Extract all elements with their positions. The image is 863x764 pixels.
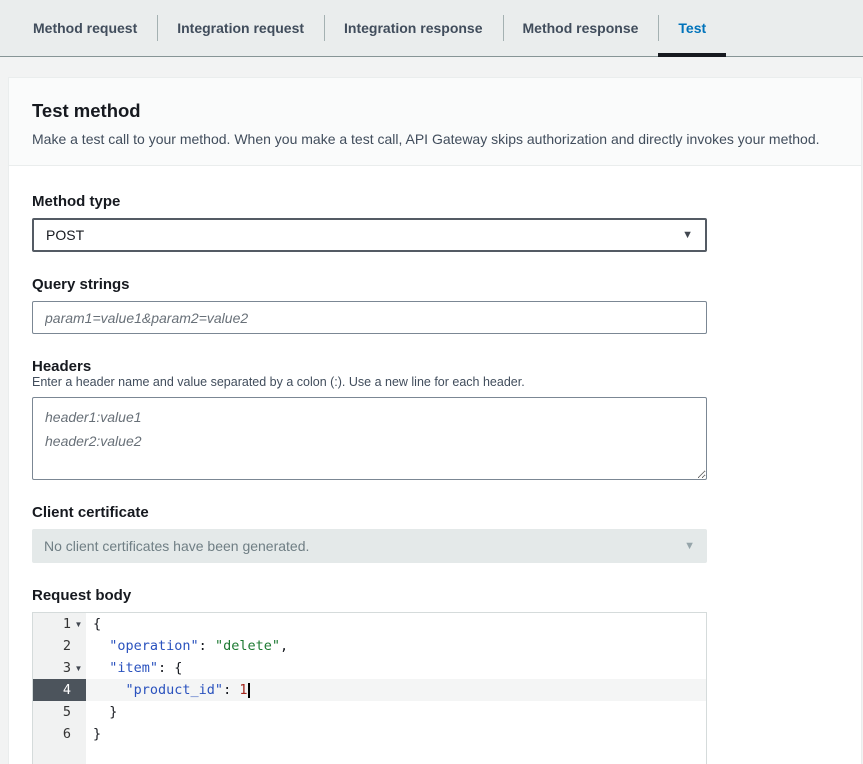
editor-code-line[interactable]: }	[86, 701, 706, 723]
code-token-plain	[93, 638, 109, 654]
query-strings-input[interactable]	[32, 301, 707, 334]
editor-code-line[interactable]: "item": {	[86, 657, 706, 679]
editor-code[interactable]: { "operation": "delete", "item": { "prod…	[86, 613, 706, 764]
panel-body: Method type POST ▼ Query strings Headers…	[9, 166, 861, 764]
editor-line-number[interactable]: 3▼	[33, 657, 86, 679]
editor-code-line[interactable]: {	[86, 613, 706, 635]
method-type-field: Method type POST ▼	[32, 193, 838, 252]
editor-line-number[interactable]: 2	[33, 635, 86, 657]
code-token-plain: }	[93, 704, 118, 720]
client-certificate-label: Client certificate	[32, 504, 149, 521]
code-token-key: "operation"	[109, 638, 199, 654]
code-token-plain: : {	[158, 660, 183, 676]
text-cursor	[248, 683, 251, 698]
editor-line-number[interactable]: 4	[33, 679, 86, 701]
code-token-plain: {	[93, 616, 102, 632]
tab-method-request[interactable]: Method request	[13, 0, 157, 56]
code-token-plain: :	[223, 682, 240, 698]
dropdown-arrow-icon: ▼	[684, 539, 695, 552]
tab-bar: Method request Integration request Integ…	[0, 0, 863, 57]
method-type-select[interactable]: POST ▼	[32, 218, 707, 252]
editor-code-line[interactable]: }	[86, 723, 706, 745]
client-certificate-select[interactable]: No client certificates have been generat…	[32, 529, 707, 563]
headers-description: Enter a header name and value separated …	[32, 375, 525, 389]
code-token-string: "delete"	[214, 638, 280, 654]
code-token-key: "product_id"	[125, 682, 224, 698]
code-token-key: "item"	[109, 660, 159, 676]
code-token-plain	[93, 682, 126, 698]
code-token-number: 1	[239, 682, 248, 698]
editor-line-number[interactable]: 6	[33, 723, 86, 745]
tab-test[interactable]: Test	[658, 0, 726, 57]
line-number: 2	[62, 638, 71, 654]
code-token-plain	[93, 660, 109, 676]
line-number: 3	[62, 660, 71, 676]
code-token-plain: }	[93, 726, 102, 742]
query-strings-label: Query strings	[32, 276, 130, 293]
headers-textarea[interactable]	[32, 397, 707, 480]
tab-method-response[interactable]: Method response	[502, 0, 659, 56]
page-description: Make a test call to your method. When yo…	[32, 131, 820, 147]
line-number: 6	[62, 726, 71, 742]
line-number: 5	[62, 704, 71, 720]
dropdown-arrow-icon: ▼	[682, 228, 693, 241]
page-title: Test method	[32, 100, 141, 121]
client-certificate-field: Client certificate No client certificate…	[32, 504, 838, 563]
tab-integration-response[interactable]: Integration response	[324, 0, 502, 56]
fold-arrow-icon[interactable]: ▼	[74, 663, 83, 673]
editor-line-number[interactable]: 1▼	[33, 613, 86, 635]
headers-field: Headers Enter a header name and value se…	[32, 358, 838, 480]
client-certificate-value: No client certificates have been generat…	[44, 538, 310, 554]
headers-label: Headers	[32, 358, 92, 375]
query-strings-field: Query strings	[32, 276, 838, 334]
request-body-label: Request body	[32, 587, 132, 604]
editor-code-line[interactable]: "operation": "delete",	[86, 635, 706, 657]
line-number: 4	[62, 682, 71, 698]
panel-header: Test method Make a test call to your met…	[9, 78, 861, 166]
line-number: 1	[62, 616, 71, 632]
test-method-panel: Test method Make a test call to your met…	[8, 77, 862, 764]
method-type-label: Method type	[32, 193, 121, 210]
editor-code-line[interactable]: "product_id": 1	[86, 679, 706, 701]
method-type-value: POST	[46, 227, 85, 243]
code-token-plain: ,	[279, 638, 289, 654]
code-token-plain: :	[198, 638, 215, 654]
tab-integration-request[interactable]: Integration request	[157, 0, 324, 56]
fold-arrow-icon[interactable]: ▼	[74, 619, 83, 629]
editor-line-number[interactable]: 5	[33, 701, 86, 723]
